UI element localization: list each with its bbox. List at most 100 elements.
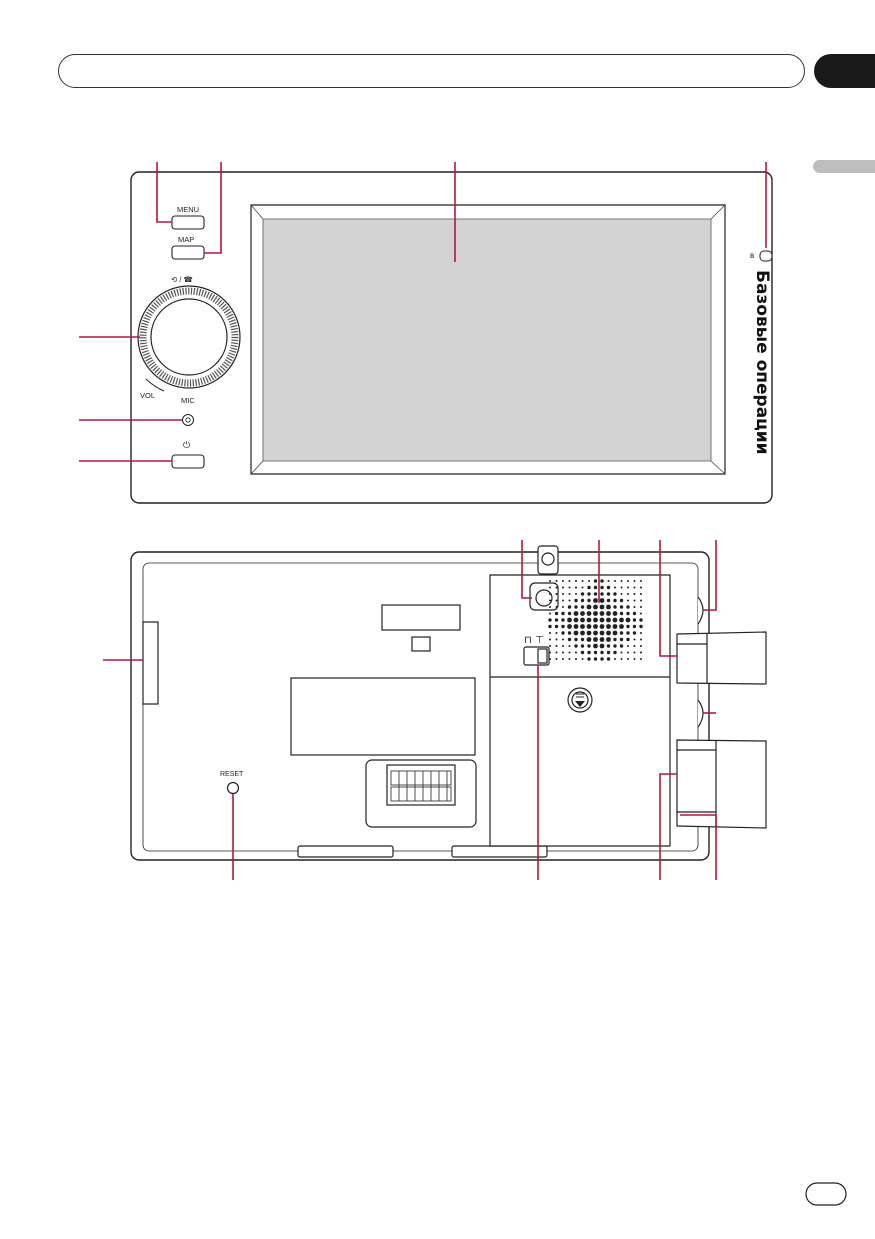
grille-dot (593, 611, 598, 616)
grille-dot (640, 612, 642, 615)
knob-symbol: ⟲ / ☎ (171, 275, 194, 284)
left-bracket (142, 621, 159, 705)
grille-dot (606, 624, 611, 629)
grille-dot (593, 604, 598, 610)
grille-dot (575, 586, 577, 589)
svg-text:⊓ ⊤: ⊓ ⊤ (524, 635, 544, 646)
grille-dot (640, 658, 642, 660)
power-button[interactable] (171, 454, 205, 469)
grille-dot (549, 586, 551, 589)
grille-dot (573, 617, 579, 623)
grille-dot (593, 650, 598, 655)
grille-dot (562, 651, 564, 654)
grille-dot (633, 638, 636, 641)
front-panel: MENU MAP ⟲ / ☎ VOL MIC ⏻ ʙ (130, 171, 773, 504)
grille-dot (562, 599, 564, 602)
grille-dot (614, 586, 616, 589)
grille-dot (567, 617, 572, 623)
grille-dot (587, 657, 591, 661)
grille-dot (599, 604, 605, 610)
grille-dot (580, 592, 585, 596)
grille-dot (625, 617, 631, 623)
grille-dot (555, 580, 558, 582)
grille-dot (606, 611, 611, 616)
grille-dot (568, 580, 571, 582)
grille-dot (626, 611, 630, 616)
grille-dot (593, 624, 598, 629)
grille-dot (574, 598, 578, 603)
grille-dot (613, 598, 617, 603)
grille-dot (555, 651, 558, 654)
rear-panel-frame (130, 551, 710, 861)
grille-dot (548, 618, 552, 622)
grille-dot (633, 593, 636, 595)
grille-dot (633, 580, 636, 582)
grille-dot (606, 657, 611, 661)
power-icon: ⏻ (183, 440, 190, 450)
grille-dot (549, 632, 551, 634)
grille-dot (562, 606, 564, 608)
grille-dot (562, 593, 564, 595)
grille-dot (573, 611, 579, 616)
grille-dot (549, 606, 551, 608)
grille-dot (580, 650, 585, 655)
grille-dot (580, 624, 585, 629)
grille-dot (626, 637, 630, 642)
grille-dot (606, 650, 611, 655)
grille-dot (640, 632, 642, 634)
grille-dot (612, 630, 618, 636)
grille-dot (640, 645, 642, 647)
grille-dot (593, 579, 598, 583)
grille-dot (586, 617, 592, 623)
reset-label: RESET (220, 771, 244, 778)
grille-dot (555, 632, 558, 634)
grille-dot (568, 651, 571, 654)
map-button[interactable] (171, 245, 205, 260)
grille-dot (627, 645, 629, 647)
grille-dot (593, 657, 598, 661)
grille-dot (561, 611, 565, 616)
volume-knob[interactable] (150, 298, 228, 376)
map-label: MAP (178, 235, 194, 244)
grille-dot (626, 624, 630, 629)
grille-dot (619, 637, 624, 642)
grille-dot (620, 580, 623, 582)
menu-button[interactable] (171, 215, 205, 230)
grille-dot (562, 658, 564, 660)
grille-dot (613, 605, 617, 609)
grille-dot (575, 651, 577, 654)
grille-dot (599, 624, 605, 629)
grille-dot (568, 658, 571, 660)
grille-dot (549, 658, 551, 660)
grille-dot (600, 592, 604, 596)
grille-dot (613, 637, 617, 642)
grille-dot (593, 637, 598, 642)
grille-dot (549, 612, 551, 615)
mic-label: MIC (181, 396, 195, 405)
grille-dot (568, 586, 571, 589)
card-eject-knob (535, 589, 553, 607)
grille-dot (599, 630, 605, 636)
grille-dot (627, 599, 629, 602)
grille-dot (581, 658, 584, 660)
grille-dot (593, 630, 598, 636)
grille-dot (549, 580, 551, 582)
grille-dot (599, 643, 605, 649)
grille-dot (593, 592, 598, 596)
grille-dot (619, 611, 624, 616)
front-callouts (79, 162, 767, 462)
grille-dot (562, 638, 564, 641)
grille-dot (568, 593, 571, 595)
grille-dot (632, 611, 637, 616)
reset-button[interactable] (226, 781, 240, 795)
grille-dot (614, 658, 616, 660)
grille-dot (567, 624, 572, 629)
grille-dot (612, 617, 618, 623)
grille-dot (580, 637, 585, 642)
grille-dot (561, 618, 565, 622)
menu-label: MENU (177, 205, 199, 214)
grille-dot (575, 580, 577, 582)
grille-dot (593, 643, 598, 649)
grille-dot (587, 592, 591, 596)
grille-dot (633, 651, 636, 654)
